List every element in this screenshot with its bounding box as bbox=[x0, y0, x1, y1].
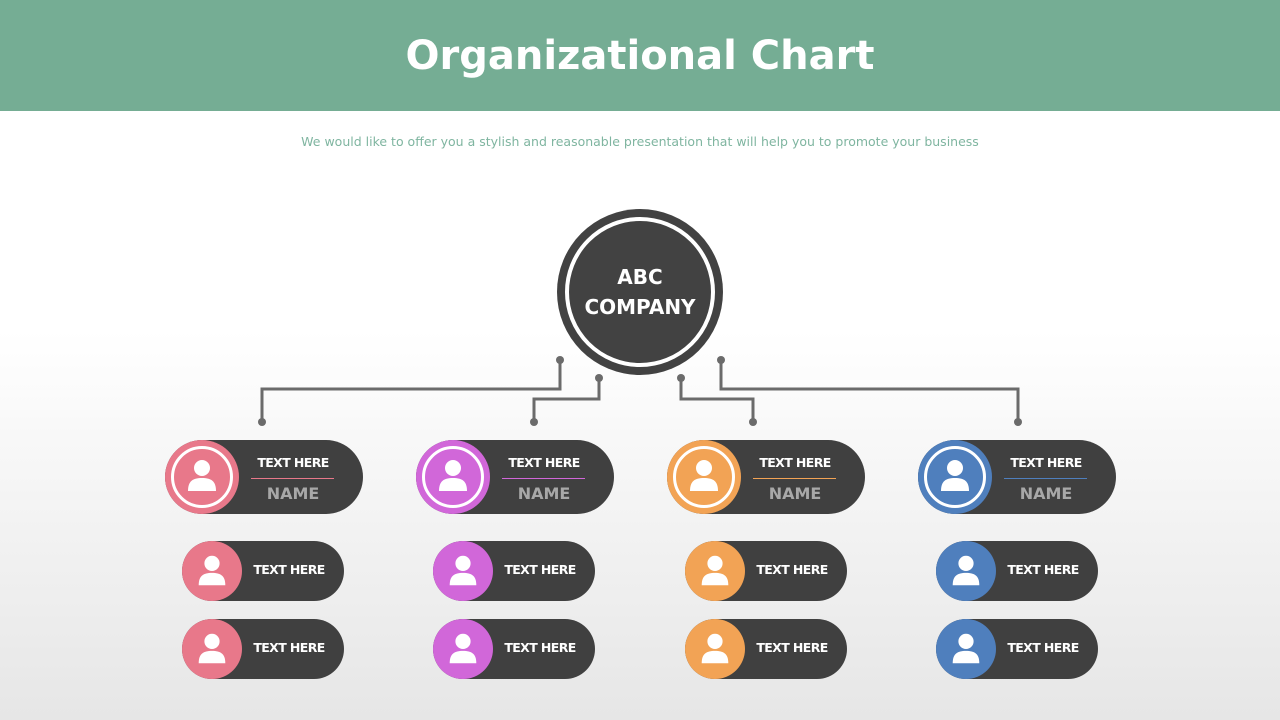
person-icon bbox=[941, 460, 969, 491]
team-member-text: TEXT HERE bbox=[756, 562, 828, 577]
connector-dept-1 bbox=[260, 360, 562, 422]
root-label-line2: COMPANY bbox=[584, 295, 696, 319]
department-head-name: NAME bbox=[768, 484, 822, 503]
connector-dot bbox=[1014, 418, 1022, 426]
team-member-avatar bbox=[936, 619, 996, 679]
person-icon bbox=[439, 460, 467, 491]
person-icon bbox=[701, 633, 729, 664]
team-member-card[interactable]: TEXT HERE bbox=[433, 541, 595, 601]
root-node[interactable]: ABC COMPANY bbox=[557, 209, 723, 375]
team-member-avatar bbox=[433, 541, 493, 601]
team-member-avatar bbox=[685, 619, 745, 679]
avatar-ring bbox=[171, 446, 233, 508]
team-member-card[interactable]: TEXT HERE bbox=[182, 541, 344, 601]
team-member-text: TEXT HERE bbox=[253, 562, 325, 577]
person-icon bbox=[188, 460, 216, 491]
department-head-avatar bbox=[165, 440, 239, 514]
root-node-ring bbox=[565, 217, 715, 367]
connector-dept-4 bbox=[719, 360, 1020, 422]
team-member-card[interactable]: TEXT HERE bbox=[936, 619, 1098, 679]
person-icon bbox=[449, 555, 477, 586]
team-member-avatar bbox=[936, 541, 996, 601]
team-member-card[interactable]: TEXT HERE bbox=[685, 619, 847, 679]
connector-dot bbox=[595, 374, 603, 382]
person-icon bbox=[952, 633, 980, 664]
team-member-text: TEXT HERE bbox=[1007, 562, 1079, 577]
team-member-text: TEXT HERE bbox=[504, 562, 576, 577]
team-member-card[interactable]: TEXT HERE bbox=[936, 541, 1098, 601]
department-head-avatar bbox=[416, 440, 490, 514]
department-head-text: TEXT HERE bbox=[759, 455, 831, 470]
person-icon bbox=[198, 633, 226, 664]
connector-dot bbox=[749, 418, 757, 426]
department-head-divider bbox=[251, 478, 334, 479]
department-head-text: TEXT HERE bbox=[257, 455, 329, 470]
department-head-divider bbox=[753, 478, 836, 479]
department-head-divider bbox=[1004, 478, 1087, 479]
team-member-text: TEXT HERE bbox=[504, 640, 576, 655]
team-member-avatar bbox=[685, 541, 745, 601]
team-member-text: TEXT HERE bbox=[253, 640, 325, 655]
connector-dot bbox=[677, 374, 685, 382]
person-icon bbox=[952, 555, 980, 586]
title-banner: Organizational Chart bbox=[0, 0, 1280, 111]
department-head-card[interactable]: TEXT HERE NAME bbox=[918, 440, 1116, 514]
avatar-ring bbox=[422, 446, 484, 508]
person-icon bbox=[701, 555, 729, 586]
connector-dept-2 bbox=[532, 378, 601, 422]
department-head-avatar bbox=[667, 440, 741, 514]
team-member-text: TEXT HERE bbox=[756, 640, 828, 655]
root-node-label: ABC COMPANY bbox=[557, 209, 723, 375]
person-icon bbox=[690, 460, 718, 491]
avatar-ring bbox=[673, 446, 735, 508]
team-member-avatar bbox=[182, 541, 242, 601]
root-label-line1: ABC bbox=[617, 265, 663, 289]
page-title: Organizational Chart bbox=[405, 32, 875, 79]
department-head-text: TEXT HERE bbox=[508, 455, 580, 470]
department-head-name: NAME bbox=[517, 484, 571, 503]
team-member-avatar bbox=[182, 619, 242, 679]
connector-dot bbox=[717, 356, 725, 364]
team-member-avatar bbox=[433, 619, 493, 679]
connector-dept-3 bbox=[679, 378, 755, 422]
department-head-avatar bbox=[918, 440, 992, 514]
page-subtitle: We would like to offer you a stylish and… bbox=[301, 134, 979, 149]
team-member-text: TEXT HERE bbox=[1007, 640, 1079, 655]
connector-dot bbox=[530, 418, 538, 426]
person-icon bbox=[449, 633, 477, 664]
department-head-card[interactable]: TEXT HERE NAME bbox=[667, 440, 865, 514]
department-head-name: NAME bbox=[266, 484, 320, 503]
team-member-card[interactable]: TEXT HERE bbox=[685, 541, 847, 601]
connector-dot bbox=[258, 418, 266, 426]
team-member-card[interactable]: TEXT HERE bbox=[182, 619, 344, 679]
department-head-text: TEXT HERE bbox=[1010, 455, 1082, 470]
department-head-divider bbox=[502, 478, 585, 479]
department-head-card[interactable]: TEXT HERE NAME bbox=[165, 440, 363, 514]
department-head-name: NAME bbox=[1019, 484, 1073, 503]
person-icon bbox=[198, 555, 226, 586]
avatar-ring bbox=[924, 446, 986, 508]
department-head-card[interactable]: TEXT HERE NAME bbox=[416, 440, 614, 514]
connector-dot bbox=[556, 356, 564, 364]
team-member-card[interactable]: TEXT HERE bbox=[433, 619, 595, 679]
